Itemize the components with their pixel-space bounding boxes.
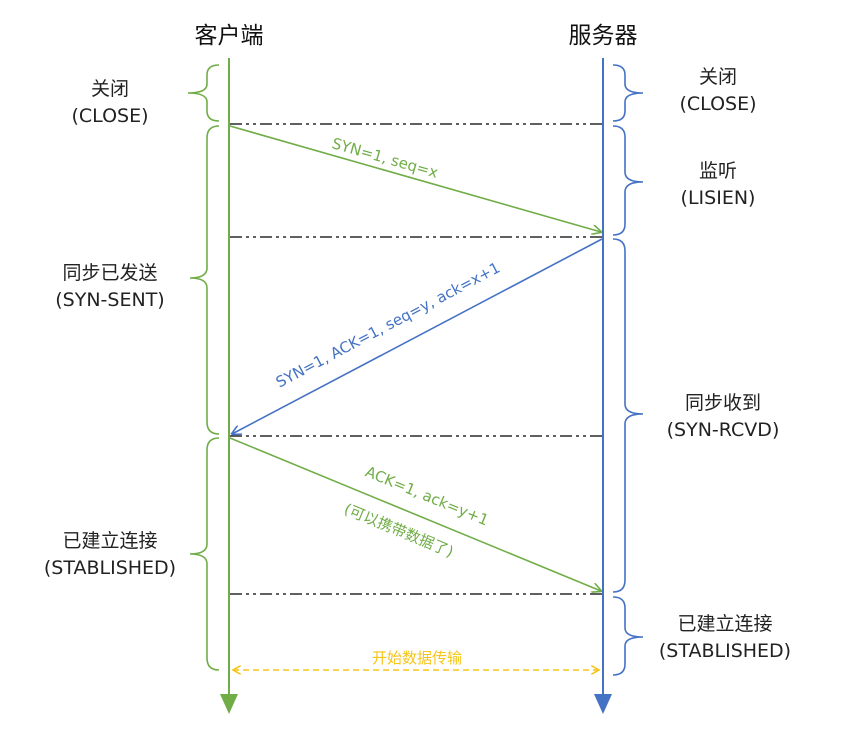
server-state-syn-rcvd: 同步收到 (SYN-RCVD) bbox=[648, 390, 798, 444]
client-established-brace bbox=[189, 437, 220, 671]
server-title: 服务器 bbox=[568, 23, 638, 49]
state-code: (CLOSE) bbox=[71, 105, 149, 127]
state-name: 关闭 bbox=[698, 66, 737, 88]
state-code: (STABLISHED) bbox=[658, 640, 792, 662]
state-name: 已建立连接 bbox=[677, 613, 773, 635]
state-name: 监听 bbox=[698, 160, 737, 182]
state-code: (CLOSE) bbox=[679, 93, 757, 115]
synack-arrow bbox=[232, 238, 603, 434]
client-state-established: 已建立连接 (STABLISHED) bbox=[30, 528, 190, 582]
server-timeline-arrowhead bbox=[594, 694, 612, 714]
server-established-brace bbox=[612, 596, 644, 676]
state-name: 同步收到 bbox=[684, 392, 761, 414]
server-close-brace bbox=[612, 64, 644, 122]
client-state-syn-sent: 同步已发送 (SYN-SENT) bbox=[40, 260, 180, 314]
state-code: (SYN-RCVD) bbox=[666, 419, 780, 441]
client-close-brace bbox=[187, 64, 220, 122]
data-transfer-label: 开始数据传输 bbox=[371, 649, 462, 667]
ack-arrow bbox=[229, 437, 601, 591]
state-code: (STABLISHED) bbox=[43, 557, 177, 579]
client-state-close: 关闭 (CLOSE) bbox=[40, 76, 180, 130]
server-state-close: 关闭 (CLOSE) bbox=[648, 64, 788, 118]
syn-arrow bbox=[229, 125, 601, 232]
client-synsent-brace bbox=[189, 125, 220, 435]
client-title: 客户端 bbox=[194, 23, 264, 49]
client-timeline-arrowhead bbox=[220, 694, 238, 714]
server-listen-brace bbox=[612, 125, 644, 236]
state-name: 同步已发送 bbox=[62, 262, 158, 284]
server-synrcvd-brace bbox=[612, 238, 644, 593]
server-state-established: 已建立连接 (STABLISHED) bbox=[640, 611, 810, 665]
state-name: 已建立连接 bbox=[62, 530, 158, 552]
state-name: 关闭 bbox=[90, 78, 129, 100]
state-code: (SYN-SENT) bbox=[55, 289, 165, 311]
state-code: (LISIEN) bbox=[680, 187, 756, 209]
server-state-listen: 监听 (LISIEN) bbox=[648, 158, 788, 212]
